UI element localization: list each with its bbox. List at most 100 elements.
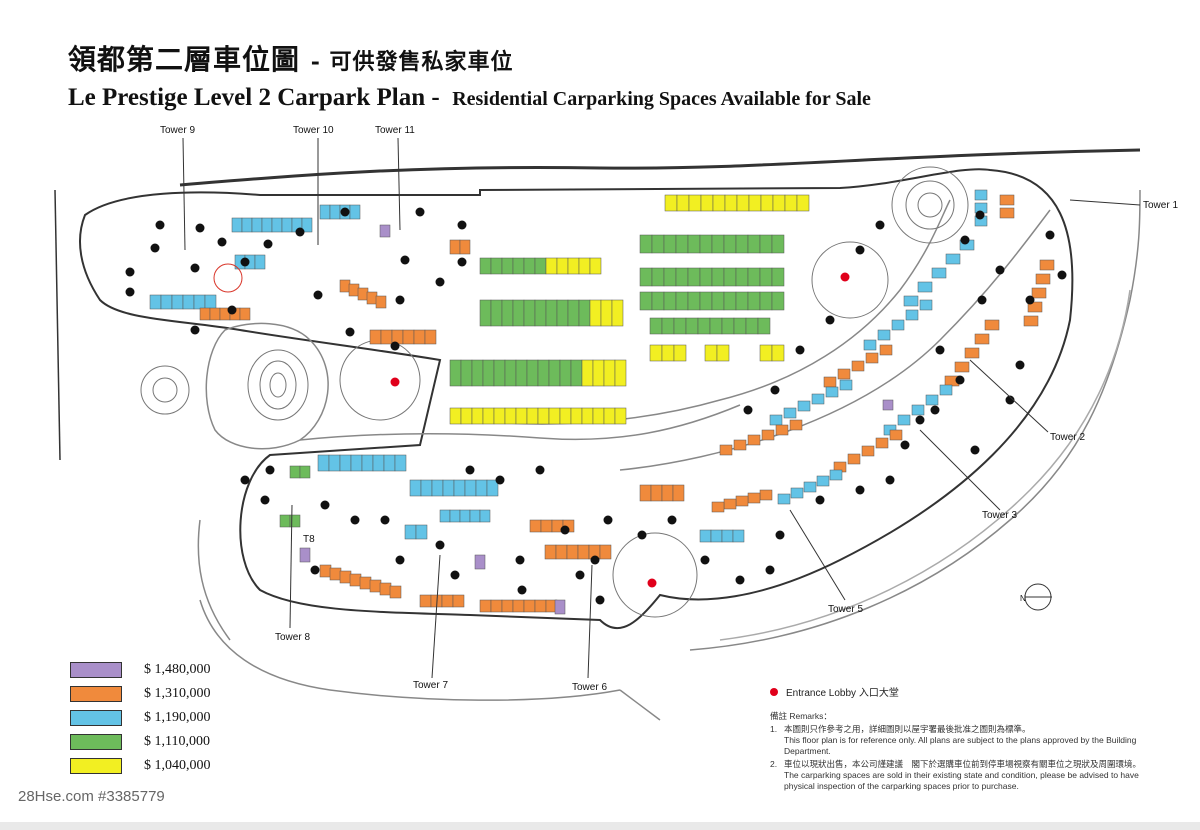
parking-space	[474, 554, 486, 570]
parking-space	[479, 299, 492, 327]
parking-space	[664, 194, 678, 212]
title-chinese: 領都第二層車位圖 - 可供發售私家車位	[68, 43, 514, 76]
bottom-strip	[0, 822, 1200, 830]
pillar	[435, 277, 445, 287]
pillar	[1015, 360, 1025, 370]
parking-space	[339, 570, 352, 584]
parking-space	[723, 267, 737, 287]
parking-space	[772, 194, 786, 212]
t8-label: T8	[303, 534, 315, 545]
legend-swatch-purple	[70, 662, 122, 678]
parking-space	[490, 299, 503, 327]
parking-space	[945, 253, 961, 265]
legend-item: $ 1,110,000	[70, 730, 211, 754]
parking-space	[777, 493, 791, 505]
parking-space	[735, 291, 749, 311]
parking-space	[350, 454, 363, 472]
pillar	[960, 235, 970, 245]
watermark-text: 28Hse.com #3385779	[18, 788, 165, 805]
parking-space	[592, 359, 605, 387]
parking-space	[369, 329, 382, 345]
parking-space	[649, 344, 663, 362]
parking-space	[733, 439, 747, 451]
parking-space	[372, 454, 385, 472]
parking-space	[349, 573, 362, 587]
parking-space	[459, 509, 471, 523]
pillar	[603, 515, 613, 525]
parking-space	[204, 294, 217, 310]
parking-space	[559, 359, 572, 387]
pillar	[575, 570, 585, 580]
parking-space	[241, 217, 253, 233]
pillar	[227, 305, 237, 315]
parking-space	[182, 294, 195, 310]
pillar	[295, 227, 305, 237]
pillar	[855, 245, 865, 255]
pillar	[395, 295, 405, 305]
pillar	[400, 255, 410, 265]
parking-space	[699, 529, 712, 543]
parking-space	[231, 217, 243, 233]
parking-space	[171, 294, 184, 310]
parking-space	[673, 344, 687, 362]
parking-space	[733, 317, 747, 335]
parking-space	[759, 267, 773, 287]
tower-2-label: Tower 2	[1050, 432, 1085, 443]
pillar	[320, 500, 330, 510]
parking-space	[700, 194, 714, 212]
parking-space	[409, 479, 422, 497]
parking-space	[537, 359, 550, 387]
highlight-circle	[213, 263, 243, 293]
parking-space	[784, 194, 798, 212]
parking-space	[424, 329, 437, 345]
parking-space	[319, 564, 332, 578]
parking-space	[984, 319, 1000, 331]
parking-space	[823, 376, 837, 388]
parking-space	[526, 407, 539, 425]
pillar	[260, 495, 270, 505]
parking-space	[460, 359, 473, 387]
parking-space	[651, 267, 665, 287]
parking-space	[404, 524, 417, 540]
parking-space	[475, 479, 488, 497]
parking-space	[515, 359, 528, 387]
parking-space	[464, 479, 477, 497]
parking-space	[512, 299, 525, 327]
parking-space	[603, 359, 616, 387]
parking-space	[529, 519, 542, 533]
parking-space	[757, 317, 771, 335]
pillar	[457, 257, 467, 267]
parking-space	[663, 291, 677, 311]
parking-space	[570, 359, 583, 387]
parking-space	[479, 257, 492, 275]
parking-space	[515, 407, 528, 425]
parking-space	[512, 599, 525, 613]
legend-item: $ 1,190,000	[70, 706, 211, 730]
parking-space	[449, 239, 461, 255]
parking-space	[548, 407, 561, 425]
parking-space	[837, 368, 851, 380]
pillar	[517, 585, 527, 595]
parking-space	[673, 317, 687, 335]
pillar	[775, 530, 785, 540]
parking-space	[789, 419, 803, 431]
legend-item: $ 1,480,000	[70, 658, 211, 682]
parking-space	[490, 599, 503, 613]
tower-1-label: Tower 1	[1143, 200, 1178, 211]
parking-space	[380, 329, 393, 345]
parking-space	[271, 217, 283, 233]
parking-space	[747, 267, 761, 287]
parking-space	[939, 384, 953, 396]
parking-space	[614, 359, 627, 387]
parking-space	[486, 479, 499, 497]
parking-space	[931, 267, 947, 279]
parking-space	[699, 234, 713, 254]
parking-space	[281, 217, 293, 233]
tower-3-label: Tower 3	[982, 510, 1017, 521]
parking-space	[649, 317, 663, 335]
parking-space	[699, 267, 713, 287]
pillar	[743, 405, 753, 415]
parking-space	[1031, 287, 1047, 299]
pillar	[637, 530, 647, 540]
parking-space	[712, 194, 726, 212]
